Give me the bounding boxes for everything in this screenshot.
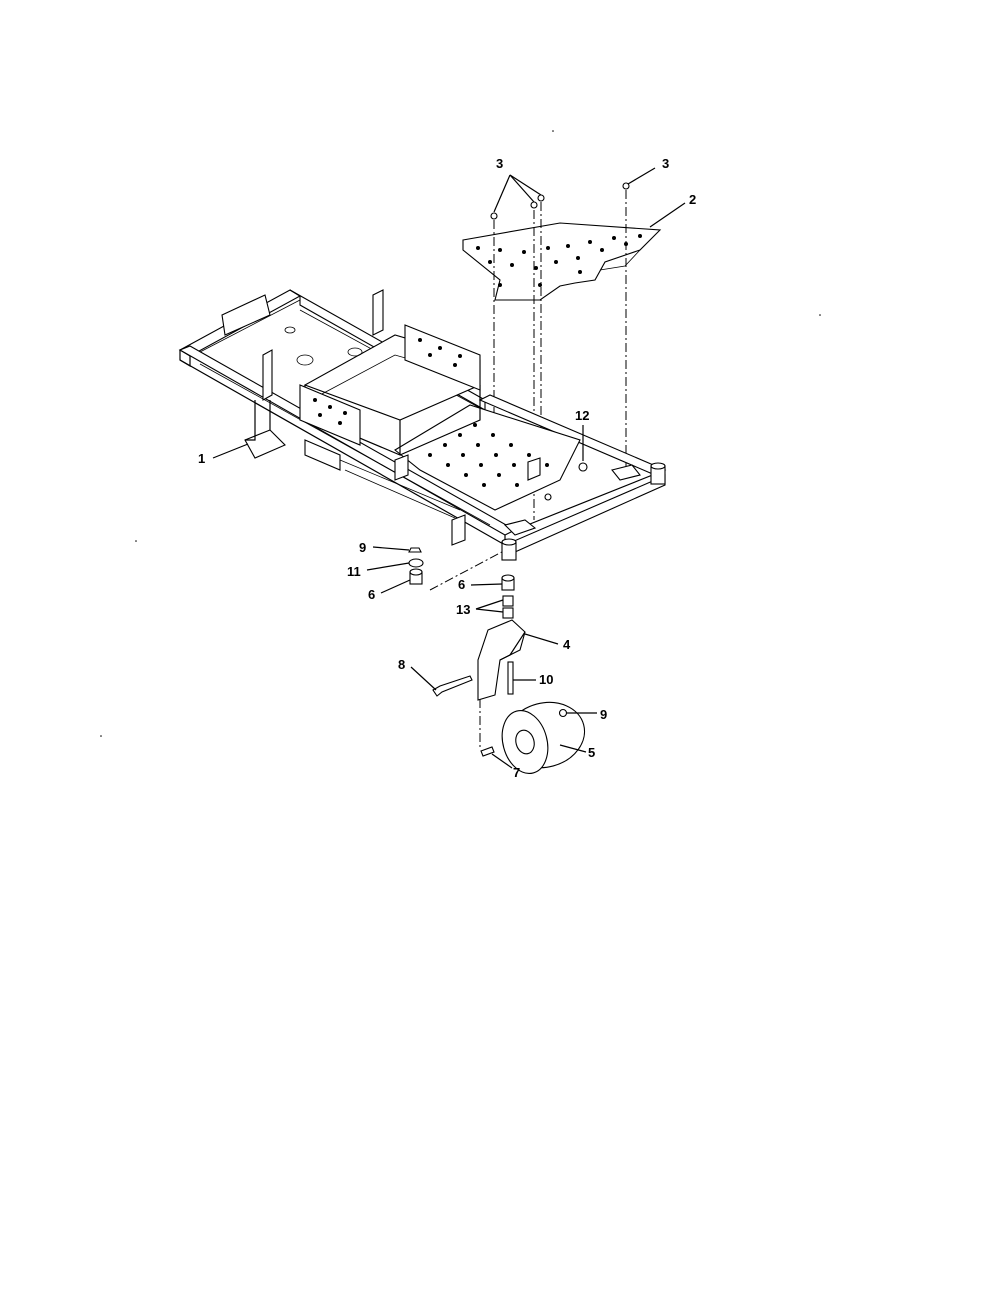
main-frame bbox=[178, 289, 667, 561]
label-1: 1 bbox=[198, 451, 205, 466]
scan-specks bbox=[100, 130, 821, 737]
label-7: 7 bbox=[513, 765, 520, 780]
leader-lines bbox=[212, 167, 686, 769]
label-8: 8 bbox=[398, 657, 405, 672]
label-3-left: 3 bbox=[496, 156, 503, 171]
label-4: 4 bbox=[563, 637, 571, 652]
label-9-left: 9 bbox=[359, 540, 366, 555]
bolts-3 bbox=[490, 182, 630, 220]
part-labels: 1 2 3 3 4 5 6 6 7 8 9 9 10 11 12 13 bbox=[198, 156, 696, 780]
label-13: 13 bbox=[456, 602, 470, 617]
caster-assembly bbox=[408, 547, 586, 774]
label-3-right: 3 bbox=[662, 156, 669, 171]
footrest-plate bbox=[462, 222, 662, 301]
label-10: 10 bbox=[539, 672, 553, 687]
label-5: 5 bbox=[588, 745, 595, 760]
label-2: 2 bbox=[689, 192, 696, 207]
label-6-right: 6 bbox=[458, 577, 465, 592]
label-11: 11 bbox=[347, 564, 361, 579]
label-6-left: 6 bbox=[368, 587, 375, 602]
label-12: 12 bbox=[575, 408, 589, 423]
label-9-right: 9 bbox=[600, 707, 607, 722]
